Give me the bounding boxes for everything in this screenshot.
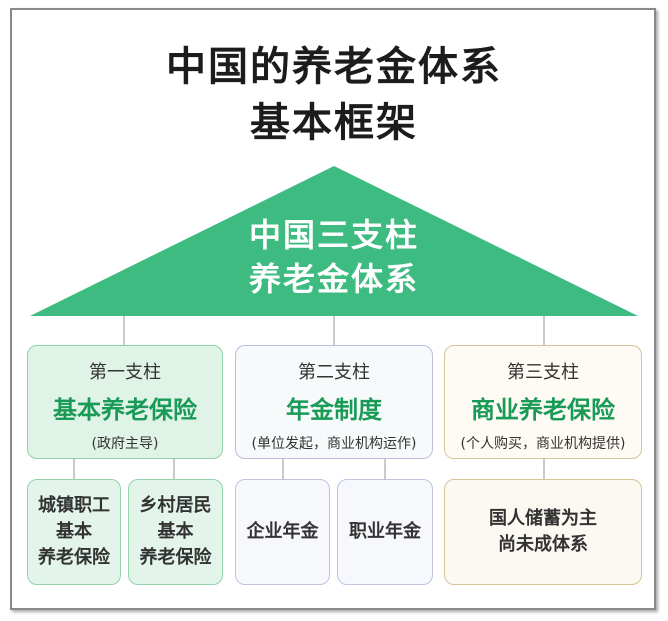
pillar-first-name: 基本养老保险 — [53, 396, 197, 424]
sub-urban-basic-pension-text: 城镇职工 基本 养老保险 — [28, 493, 120, 571]
diagram-title-line2: 基本框架 — [250, 100, 418, 146]
sub-rural-line3: 养老保险 — [139, 547, 212, 568]
pillar-second-label: 第二支柱 — [298, 362, 370, 383]
sub-rural-line1: 乡村居民 — [139, 495, 212, 516]
roof-triangle — [30, 166, 638, 316]
sub-occupational-line1: 职业年金 — [349, 521, 421, 542]
pillar-first-label: 第一支柱 — [89, 362, 161, 383]
pillar-first: 第一支柱 基本养老保险 (政府主导) — [27, 345, 223, 459]
sub-enterprise-annuity: 企业年金 — [235, 479, 330, 585]
pillar-second-name: 年金制度 — [286, 396, 382, 424]
sub-urban-line1: 城镇职工 — [38, 495, 110, 516]
roof-label-line1: 中国三支柱 — [248, 216, 419, 254]
pillar-second-note: (单位发起，商业机构运作) — [251, 436, 417, 452]
pillar-third-note: (个人购买，商业机构提供) — [460, 436, 626, 452]
pillar-second: 第二支柱 年金制度 (单位发起，商业机构运作) — [235, 345, 433, 459]
sub-urban-basic-pension: 城镇职工 基本 养老保险 — [27, 479, 121, 585]
sub-personal-savings-text: 国人储蓄为主 尚未成体系 — [445, 506, 641, 558]
pillar-third-name: 商业养老保险 — [471, 396, 615, 424]
sub-rural-basic-pension: 乡村居民 基本 养老保险 — [128, 479, 223, 585]
pillar-third: 第三支柱 商业养老保险 (个人购买，商业机构提供) — [444, 345, 642, 459]
sub-enterprise-line1: 企业年金 — [246, 521, 319, 542]
sub-occupational-annuity-text: 职业年金 — [338, 519, 432, 545]
sub-rural-line2: 基本 — [157, 521, 194, 542]
sub-urban-line2: 基本 — [56, 521, 92, 542]
sub-urban-line3: 养老保险 — [38, 547, 110, 568]
sub-personal-savings: 国人储蓄为主 尚未成体系 — [444, 479, 642, 585]
sub-enterprise-annuity-text: 企业年金 — [236, 519, 329, 545]
sub-savings-line2: 尚未成体系 — [498, 534, 588, 555]
roof-label-line2: 养老金体系 — [248, 260, 419, 298]
pillar-third-label: 第三支柱 — [507, 362, 579, 383]
sub-occupational-annuity: 职业年金 — [337, 479, 433, 585]
sub-rural-basic-pension-text: 乡村居民 基本 养老保险 — [129, 493, 222, 571]
pillar-first-note: (政府主导) — [91, 436, 159, 452]
sub-savings-line1: 国人储蓄为主 — [489, 508, 597, 529]
diagram-title-line1: 中国的养老金体系 — [166, 44, 502, 90]
